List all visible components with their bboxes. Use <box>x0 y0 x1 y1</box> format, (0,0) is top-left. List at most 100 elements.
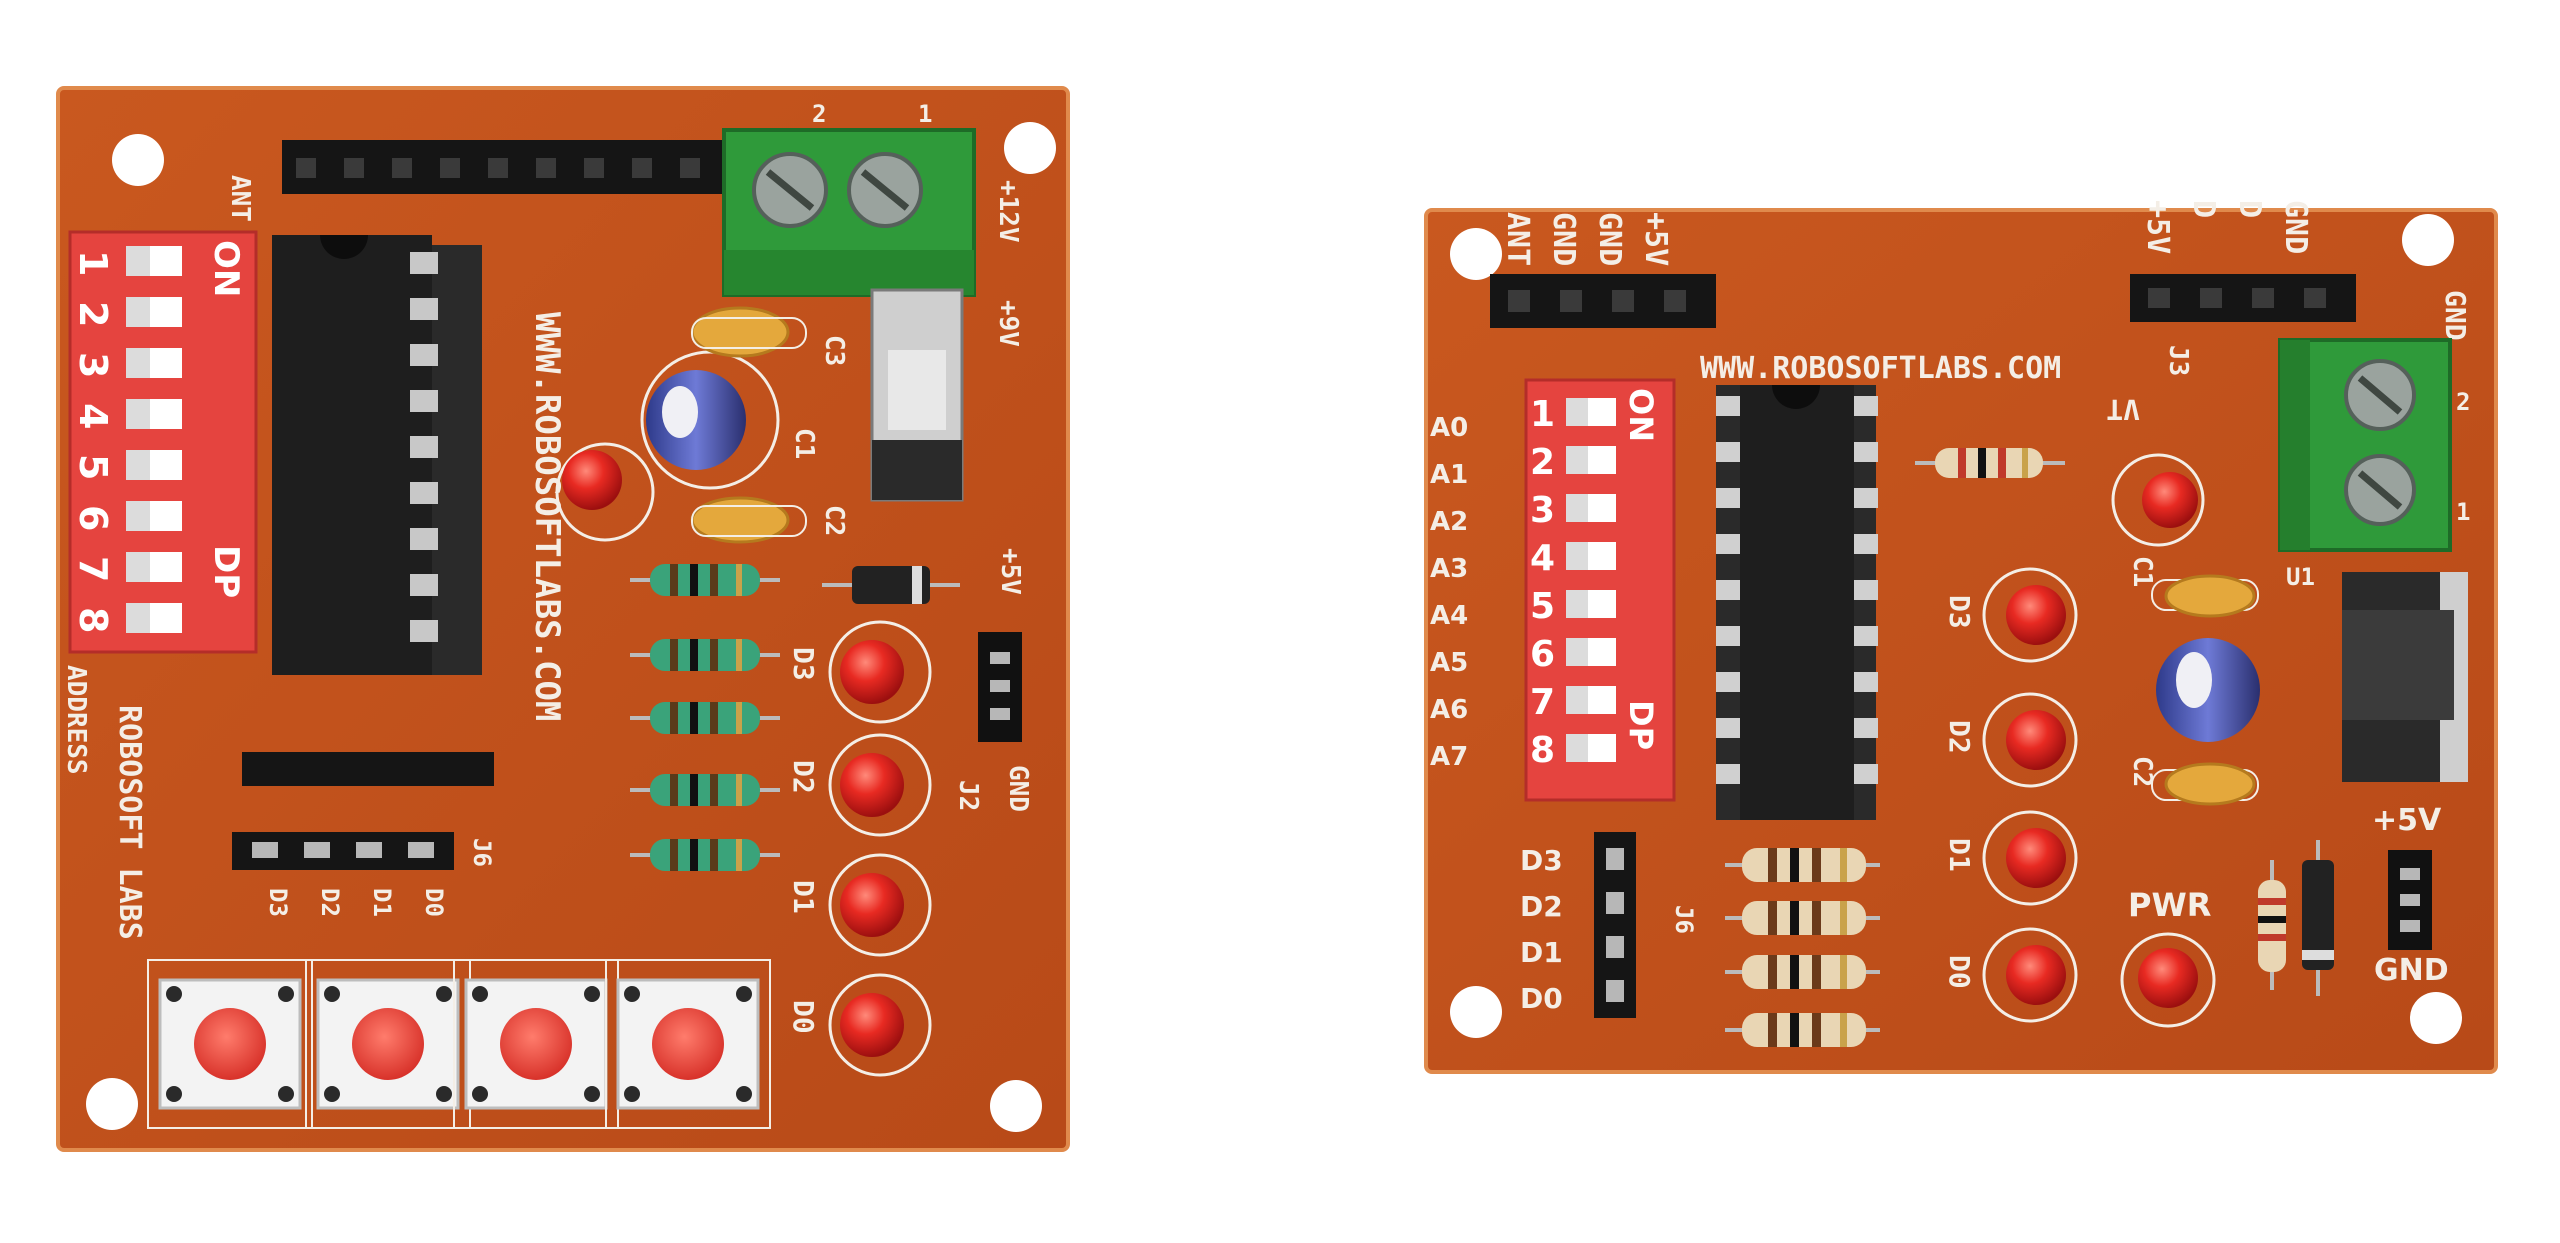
board-a-gnd-label: GND <box>1003 765 1033 812</box>
led-d2 <box>1982 692 2078 788</box>
mounting-hole <box>1004 122 1056 174</box>
ic-pin <box>1854 718 1878 738</box>
dip-on-label: ON <box>1622 388 1660 442</box>
board-b-term-label: 2 <box>2456 388 2470 416</box>
mounting-hole <box>86 1078 138 1130</box>
ic-pin <box>1716 534 1740 554</box>
resistor <box>630 774 780 806</box>
ic-pin <box>1854 580 1878 600</box>
header-pin <box>356 842 382 858</box>
resistor <box>1725 955 1880 989</box>
board-b-u1-label: U1 <box>2286 563 2315 591</box>
board-a-c1-label: C1 <box>789 428 819 459</box>
dip-dp-label: DP <box>206 545 246 598</box>
dip-toggle-knob <box>126 297 150 327</box>
header-pin <box>344 158 364 178</box>
j6-pin-label: D3 <box>264 888 292 917</box>
ic-pin <box>1716 626 1740 646</box>
board-b-capacitor-c1 <box>2151 574 2259 618</box>
dip-number: 4 <box>71 403 115 429</box>
board-b-c1-label: C1 <box>2127 556 2157 587</box>
j6-pin-label: D2 <box>316 888 344 917</box>
dip-number: 4 <box>1530 538 1555 579</box>
ic-pin <box>410 620 438 642</box>
dip-toggle-knob <box>126 246 150 276</box>
board-b-j6-label: J6 <box>1670 905 1698 934</box>
mounting-hole <box>1450 228 1502 280</box>
board-a-term-label: 2 <box>812 100 826 128</box>
board-b-gnd-top-label: GND <box>2439 290 2472 341</box>
header-pin-label: GND <box>1546 212 1581 266</box>
dip-toggle-knob <box>1566 734 1588 762</box>
dip-toggle-knob <box>1566 686 1588 714</box>
ic-pin <box>410 252 438 274</box>
board-a-term-label: 1 <box>918 100 932 128</box>
dip-number: 7 <box>71 556 115 582</box>
header-pin-label: GND <box>1592 212 1627 266</box>
header-pin <box>1560 290 1582 312</box>
board-b-encoder-ic <box>1716 385 1878 820</box>
ic-pin <box>410 482 438 504</box>
header-pin <box>1606 848 1624 870</box>
header-pin <box>304 842 330 858</box>
header-pin <box>1508 290 1530 312</box>
push-button-4[interactable] <box>605 959 771 1129</box>
ic-pin <box>410 344 438 366</box>
led-d1 <box>1982 810 2078 906</box>
board-a-c3-label: C3 <box>819 335 849 366</box>
board-a-j2-label: J2 <box>953 780 983 811</box>
led-d3 <box>1982 567 2078 663</box>
header-pin <box>252 842 278 858</box>
push-button-1[interactable] <box>147 959 313 1129</box>
board-b-diode <box>2302 840 2334 996</box>
board-b-terminal-block[interactable] <box>2278 338 2452 552</box>
led-d2 <box>828 733 932 837</box>
dip-number: 3 <box>71 352 115 378</box>
board-a-voltage-regulator <box>870 288 964 502</box>
board-a-5v-label: +5V <box>995 548 1025 595</box>
header-pin <box>408 842 434 858</box>
ic-pin <box>410 436 438 458</box>
resistor <box>1725 848 1880 882</box>
dip-toggle-knob <box>1566 398 1588 426</box>
board-a-brand-text: ROBOSOFT LABS <box>112 705 147 940</box>
push-button-2[interactable] <box>305 959 471 1129</box>
board-b-url-text: WWW.ROBOSOFTLABS.COM <box>1700 351 2061 386</box>
board-a-c2-label: C2 <box>819 505 849 536</box>
address-label: A4 <box>1430 601 1468 631</box>
board-b-resistor <box>2258 860 2286 990</box>
board-a-j6-header <box>232 832 454 870</box>
ic-pin <box>1716 672 1740 692</box>
board-a-12v-label: +12V <box>993 180 1023 243</box>
board-a-capacitor-c1 <box>640 350 780 490</box>
ic-pin <box>410 298 438 320</box>
board-b-gnd-label: GND <box>2374 953 2449 988</box>
dip-number: 6 <box>71 505 115 531</box>
push-button-3[interactable] <box>453 959 619 1129</box>
led-label: D1 <box>787 880 820 914</box>
board-b-vt-led <box>2111 453 2205 547</box>
address-label: A3 <box>1430 554 1468 584</box>
j6-pin-label: D2 <box>1520 890 1563 923</box>
header-pin <box>632 158 652 178</box>
resistor <box>630 702 780 734</box>
board-b-5v-label: +5V <box>2372 803 2442 838</box>
ic-pin <box>1854 626 1878 646</box>
header-pin <box>2304 288 2326 308</box>
board-a-capacitor-c2 <box>690 496 807 544</box>
dip-number: 1 <box>1530 394 1555 435</box>
dip-number: 2 <box>71 301 115 327</box>
dip-toggle-knob <box>1566 446 1588 474</box>
led-d0 <box>1982 927 2078 1023</box>
header-pin-label: +5V <box>2140 200 2175 254</box>
dip-number: 5 <box>71 454 115 480</box>
ic-pin <box>1716 442 1740 462</box>
board-b-capacitor-electrolytic <box>2156 638 2260 742</box>
address-label: A2 <box>1430 507 1468 537</box>
resistor <box>1725 1013 1880 1047</box>
mounting-hole <box>990 1080 1042 1132</box>
